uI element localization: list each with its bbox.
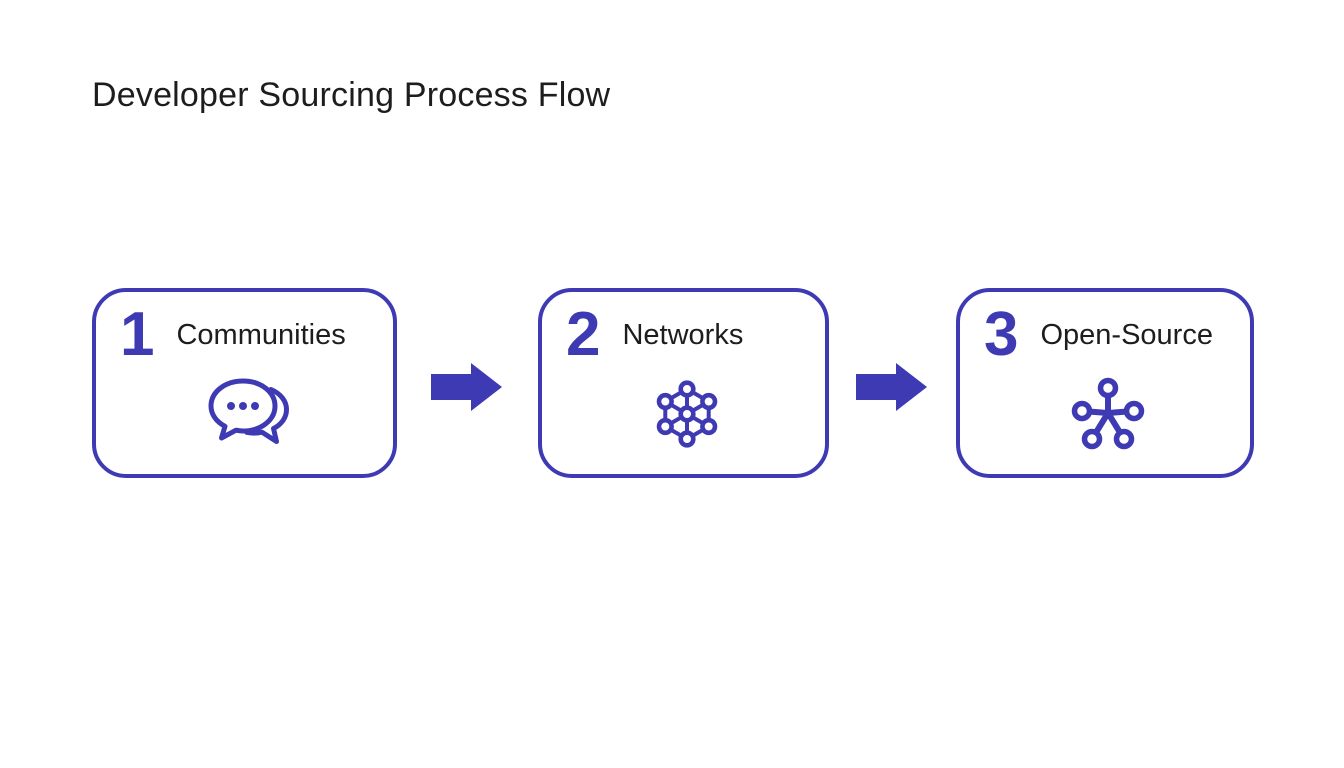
step-label: Communities bbox=[176, 318, 346, 351]
step-number: 2 bbox=[566, 300, 601, 369]
chat-bubbles-icon bbox=[120, 368, 375, 460]
step-box-communities: 1 Communities bbox=[92, 288, 397, 478]
step-label: Networks bbox=[622, 318, 744, 351]
star-graph-icon bbox=[984, 368, 1232, 460]
step-box-open-source: 3 Open-Source bbox=[956, 288, 1254, 478]
step-header: 1 Communities bbox=[120, 302, 375, 368]
step-header: 2 Networks bbox=[566, 302, 807, 368]
flow-arrow-icon bbox=[856, 363, 927, 411]
flow-arrow-icon bbox=[431, 363, 502, 411]
step-number: 3 bbox=[984, 300, 1019, 369]
step-number: 1 bbox=[120, 300, 155, 369]
network-mesh-icon bbox=[566, 368, 807, 460]
page-title: Developer Sourcing Process Flow bbox=[92, 76, 611, 114]
step-box-networks: 2 Networks bbox=[538, 288, 829, 478]
step-label: Open-Source bbox=[1040, 318, 1213, 351]
step-header: 3 Open-Source bbox=[984, 302, 1232, 368]
